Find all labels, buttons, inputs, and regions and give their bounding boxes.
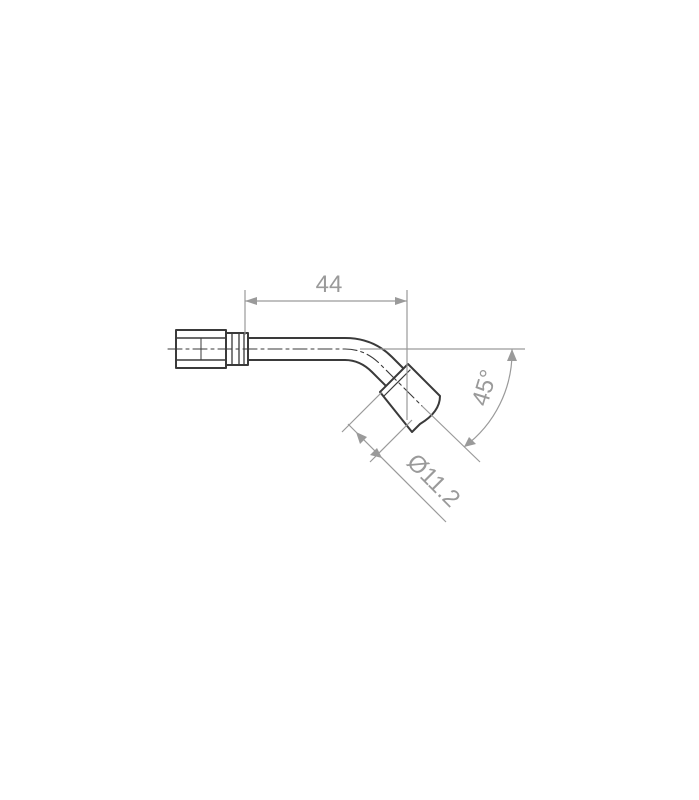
length-dimension <box>244 290 408 420</box>
end-sleeve <box>379 363 441 433</box>
centerline <box>167 348 423 407</box>
angle-dimension <box>360 348 525 463</box>
tube-body <box>247 337 409 391</box>
diameter-dimension <box>341 391 447 523</box>
length-label: 44 <box>316 271 343 298</box>
angle-label: 45° <box>467 367 503 410</box>
dimension-lines <box>244 290 525 523</box>
bent-tube-fitting <box>167 329 441 433</box>
diameter-label: Ø11.2 <box>401 449 465 513</box>
